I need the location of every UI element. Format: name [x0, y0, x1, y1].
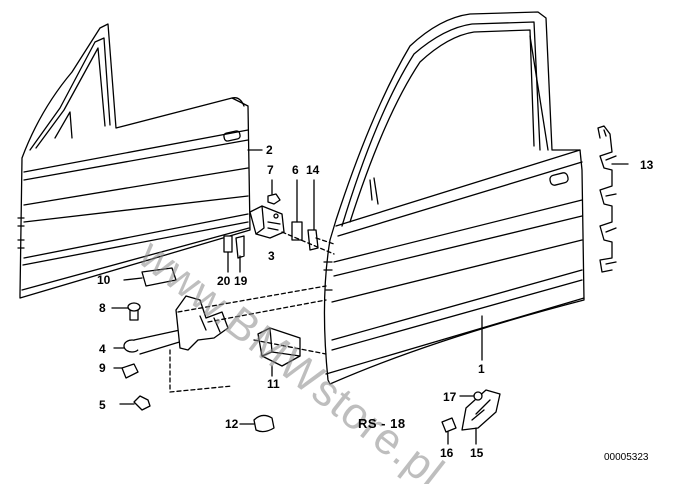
part-label-4: 4: [99, 342, 106, 356]
part-label-3: 3: [268, 249, 275, 263]
plate-part-6: [291, 221, 303, 241]
part-label-1: 1: [478, 362, 485, 376]
part-label-11: 11: [267, 377, 280, 391]
part-16: [441, 417, 457, 433]
part-label-8: 8: [99, 301, 106, 315]
part-label-13: 13: [640, 158, 654, 172]
part-label-9: 9: [99, 361, 106, 375]
part-14: [307, 179, 319, 251]
part-label-12: 12: [225, 417, 239, 431]
pad-part-10: [141, 267, 177, 287]
bracket-part-15: [461, 389, 501, 445]
hinge-part-3: [249, 205, 285, 239]
rear-door-illustration: [17, 23, 251, 299]
clip-part-19: [235, 235, 245, 259]
part-9: [121, 363, 139, 379]
part-label-14: 14: [306, 163, 320, 177]
part-label-5: 5: [99, 398, 106, 412]
part-label-16: 16: [440, 446, 454, 460]
section-code: RS - 18: [358, 416, 406, 431]
clip-part-20: [223, 235, 233, 253]
part-label-15: 15: [470, 446, 484, 460]
part-label-7: 7: [267, 163, 274, 177]
part-label-17: 17: [443, 390, 457, 404]
part-label-19: 19: [234, 274, 248, 288]
part-12: [253, 414, 275, 433]
nut-part-7: [267, 179, 281, 205]
part-label-10: 10: [97, 273, 111, 287]
lock-part-11: [257, 327, 301, 377]
front-door-illustration: [323, 11, 585, 385]
screw-part-5: [119, 395, 151, 411]
catalog-number: 00005323: [604, 452, 649, 463]
nut-part-17: [459, 391, 483, 401]
part-label-2: 2: [266, 143, 273, 157]
door-seal-part-13: [597, 125, 613, 273]
part-label-20: 20: [217, 274, 231, 288]
bolt-part-8: [111, 302, 141, 321]
part-label-6: 6: [292, 163, 299, 177]
